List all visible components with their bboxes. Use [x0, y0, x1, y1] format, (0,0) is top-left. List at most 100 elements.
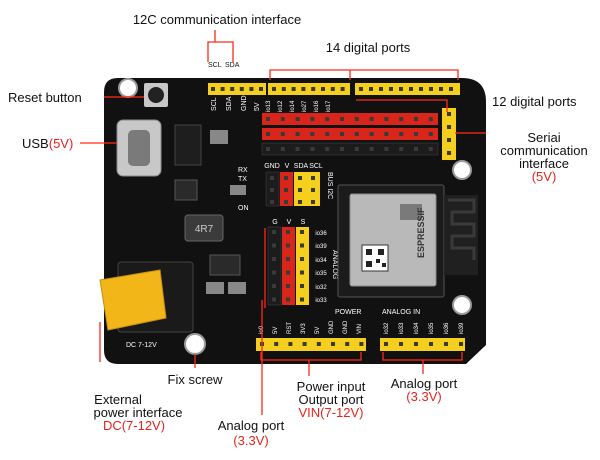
- reset-button-cap: [148, 87, 164, 103]
- header-pin: [359, 342, 364, 346]
- power-line2: Output port: [298, 392, 364, 407]
- header-pin: [301, 87, 306, 91]
- usb-voltage: (5V): [48, 136, 74, 151]
- i2c-interface-label: 12C communication interface: [132, 12, 302, 27]
- digital-12-label: 12 digital ports: [492, 94, 577, 109]
- header-pin: [295, 147, 300, 151]
- top-left-header: [208, 83, 266, 95]
- header-pin: [291, 87, 296, 91]
- header-pin: [270, 176, 274, 180]
- header-pin: [288, 342, 293, 346]
- esp32-module: [337, 184, 478, 298]
- analog-mid-line1: Analog port: [217, 418, 285, 433]
- serial-line3: interface: [519, 156, 569, 171]
- power-pin-label: GND: [343, 320, 349, 334]
- header-pin: [300, 284, 304, 288]
- header-pin: [439, 87, 443, 91]
- header-pin: [220, 87, 225, 91]
- header-pin: [286, 243, 290, 248]
- header-pin: [447, 112, 451, 116]
- header-pin: [428, 132, 433, 136]
- serial-header: [442, 108, 456, 160]
- dc-jack-yellow: [99, 269, 167, 331]
- analog-vertical-header: [267, 226, 309, 306]
- analog-bottom-line1: Analog port: [390, 376, 458, 391]
- header-pin: [354, 132, 359, 136]
- header-pin: [295, 132, 300, 136]
- inductor: [184, 214, 224, 242]
- header-pin: [414, 117, 418, 121]
- header-pin: [272, 87, 276, 91]
- header-pin: [311, 200, 315, 204]
- header-pin: [272, 230, 276, 234]
- header-pin: [330, 87, 335, 91]
- header-pin: [384, 147, 389, 151]
- top-left-pin-label: SCL: [211, 97, 218, 111]
- mounting-hole-bottom-right: [452, 295, 472, 315]
- top-digital-pin-label: io17: [326, 100, 332, 112]
- header-pin: [266, 132, 270, 136]
- header-pin: [321, 87, 325, 91]
- header-pin: [298, 176, 302, 180]
- header-pin: [447, 125, 451, 129]
- header-pin: [280, 132, 285, 136]
- header-pin: [459, 342, 463, 346]
- power-pin-label: RST: [287, 322, 293, 334]
- header-pin: [270, 200, 274, 204]
- header-pin: [316, 342, 321, 346]
- power-header: [256, 338, 366, 351]
- analog-in-pin-label: io36: [444, 322, 450, 334]
- reset-button-label: Reset button: [8, 90, 82, 105]
- header-pin: [414, 147, 418, 151]
- header-pin: [259, 87, 263, 91]
- header-pin: [444, 342, 448, 346]
- header-pin: [266, 147, 270, 151]
- analog-pin-label: io36: [315, 231, 327, 237]
- analog-pin-label: io39: [315, 244, 327, 250]
- rx-label: RX: [238, 167, 248, 174]
- header-pin: [384, 342, 388, 346]
- header-pin: [272, 284, 276, 288]
- header-pin: [369, 87, 373, 91]
- analog-header-label: S: [301, 219, 306, 226]
- mounting-hole-top-right: [452, 160, 472, 180]
- header-pin: [399, 132, 404, 136]
- top-digital-pin-label: io13: [266, 100, 272, 112]
- header-pin: [419, 87, 423, 91]
- header-pin: [428, 117, 433, 121]
- power-pin-label: 3V3: [301, 323, 307, 334]
- header-pin: [281, 87, 286, 91]
- power-pin-label: VIN: [357, 324, 363, 334]
- analog-pin-label: io34: [315, 258, 327, 264]
- header-pin: [295, 117, 300, 121]
- header-pin: [311, 87, 316, 91]
- header-pin: [449, 87, 453, 91]
- tx-label: TX: [238, 176, 247, 183]
- header-pin: [302, 342, 307, 346]
- header-pin: [286, 270, 290, 275]
- module-brand: ESPRESSIF: [416, 207, 426, 258]
- header-pin: [325, 132, 330, 136]
- analog-pin-label: io35: [315, 271, 327, 277]
- header-pin: [272, 243, 276, 248]
- top-digital-pin-label: io12: [278, 100, 284, 112]
- bus-i2c-label: BUS I2C: [326, 172, 333, 199]
- analog-in-title: ANALOG IN: [382, 309, 420, 316]
- header-pin: [286, 230, 290, 234]
- header-pin: [399, 117, 404, 121]
- header-pin: [310, 117, 315, 121]
- digital-14-header: [268, 83, 460, 95]
- header-pin: [266, 117, 270, 121]
- external-dc: DC(7-12V): [102, 418, 166, 433]
- header-pin: [325, 117, 330, 121]
- header-pin: [230, 87, 235, 91]
- scl-label: SCL: [208, 62, 222, 69]
- analog-in-pin-label: io39: [459, 322, 465, 334]
- power-pin-label: 5V: [315, 327, 321, 334]
- header-pin: [272, 257, 276, 261]
- i2c-header-label: SDA: [294, 163, 309, 170]
- top-left-pin-label: SDA: [226, 96, 233, 111]
- header-pin: [270, 188, 274, 192]
